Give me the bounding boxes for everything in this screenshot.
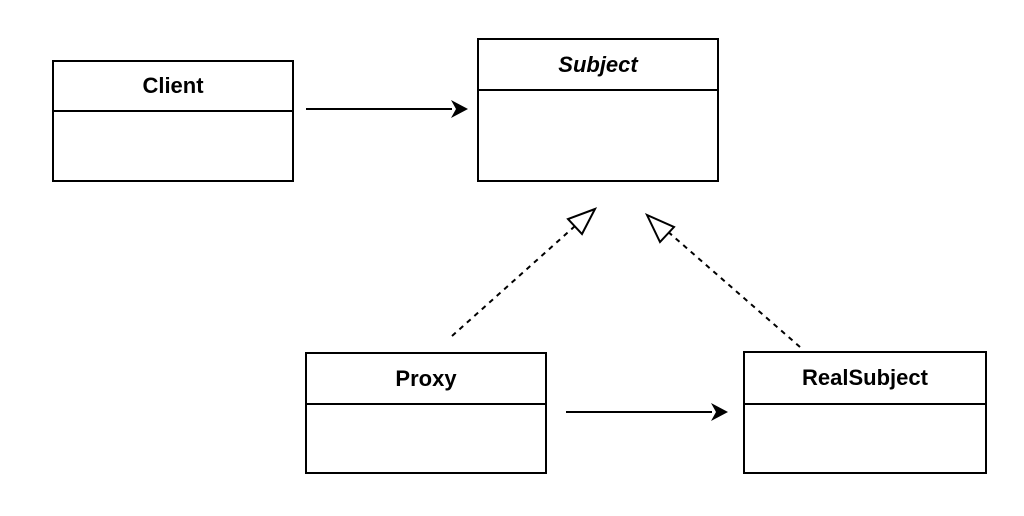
class-name-subject: Subject (479, 40, 717, 91)
class-name-proxy: Proxy (307, 354, 545, 405)
proxy-to-subject-realization[interactable] (451, 207, 598, 337)
realsubject-to-subject-realization[interactable] (644, 212, 801, 348)
client-to-subject-association[interactable] (306, 100, 468, 118)
class-realsubject[interactable]: RealSubject (743, 351, 987, 474)
hollow-triangle-icon (644, 212, 676, 244)
hollow-triangle-icon (566, 207, 598, 236)
arrowhead-filled-icon (451, 100, 468, 118)
proxy-to-realsubject-association[interactable] (566, 403, 728, 421)
class-proxy[interactable]: Proxy (305, 352, 547, 474)
class-name-realsubject: RealSubject (745, 353, 985, 405)
class-name-client: Client (54, 62, 292, 112)
arrowhead-filled-icon (711, 403, 728, 421)
class-client[interactable]: Client (52, 60, 294, 182)
class-subject[interactable]: Subject (477, 38, 719, 182)
